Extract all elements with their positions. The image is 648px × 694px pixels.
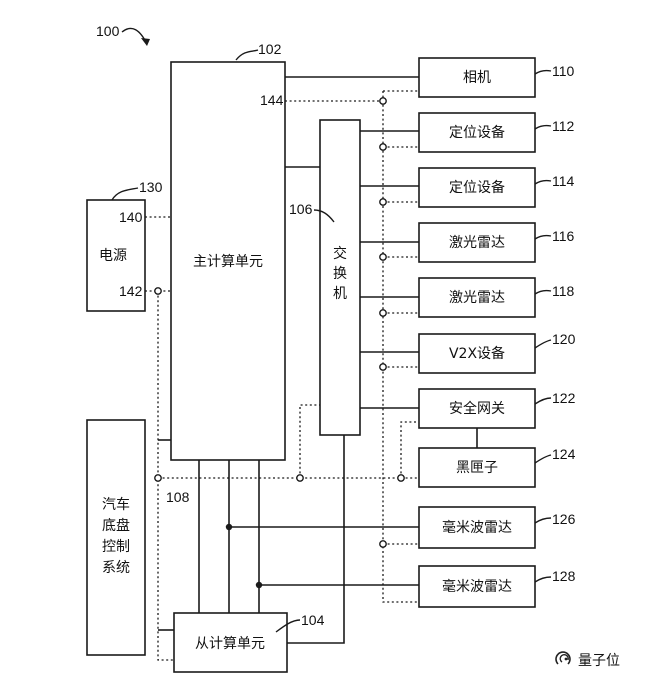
lead-104	[275, 619, 301, 633]
power-tap-122	[400, 421, 419, 478]
switch-label-1: 交	[333, 245, 347, 262]
lead-110	[534, 69, 552, 75]
lead-102	[235, 49, 259, 61]
switch	[319, 119, 361, 436]
lead-106	[313, 209, 335, 223]
lead-128	[534, 576, 552, 583]
ref-126: 126	[552, 511, 576, 527]
device-box-112	[418, 112, 536, 153]
ref-120: 120	[552, 331, 576, 347]
ref-102: 102	[258, 41, 282, 57]
device-box-114	[418, 167, 536, 208]
ref-124: 124	[552, 446, 576, 462]
ring-bus-left	[154, 474, 162, 482]
switch-label-2: 换	[333, 265, 347, 282]
junction-128	[255, 581, 263, 589]
ring-126	[379, 540, 387, 548]
device-label-110: 相机	[463, 70, 491, 86]
device-box-122	[418, 388, 536, 429]
power-line-switch	[299, 404, 320, 478]
figure-ref-arrowhead	[141, 38, 150, 46]
figure-ref-arrow	[121, 27, 148, 45]
ring-114	[379, 198, 387, 206]
sub-compute-unit	[173, 612, 288, 673]
main-compute-unit	[170, 61, 286, 461]
ring-142	[154, 287, 162, 295]
watermark-logo-icon	[555, 651, 571, 665]
ref-116: 116	[552, 228, 575, 244]
chassis-label-2: 底盘	[102, 517, 130, 534]
ring-118	[379, 309, 387, 317]
lead-122	[534, 397, 552, 405]
ring-124	[397, 474, 405, 482]
device-label-112: 定位设备	[449, 124, 505, 141]
lead-118	[534, 289, 552, 295]
power-label: 电源	[99, 248, 127, 264]
ref-144: 144	[260, 92, 284, 108]
watermark-text: 量子位	[578, 653, 620, 669]
junction-126	[225, 523, 233, 531]
switch-label-3: 机	[333, 286, 347, 302]
ring-112	[379, 143, 387, 151]
device-label-116: 激光雷达	[449, 234, 505, 251]
device-box-124	[418, 447, 536, 488]
device-label-114: 定位设备	[449, 179, 505, 196]
ref-104: 104	[301, 612, 325, 628]
chassis-label-3: 控制	[102, 539, 130, 555]
lead-120	[534, 339, 552, 349]
ref-110: 110	[552, 63, 575, 79]
device-label-118: 激光雷达	[449, 289, 505, 306]
ring-bus-switch	[296, 474, 304, 482]
device-label-122: 安全网关	[449, 400, 505, 417]
lead-112	[534, 124, 552, 130]
ref-130: 130	[139, 179, 163, 195]
ref-108: 108	[166, 489, 190, 505]
ring-116	[379, 253, 387, 261]
ref-106: 106	[289, 201, 313, 217]
ref-118: 118	[552, 283, 575, 299]
device-box-118	[418, 277, 536, 318]
main-compute-label: 主计算单元	[193, 254, 263, 270]
ring-120	[379, 363, 387, 371]
ring-144	[379, 97, 387, 105]
power-bus-right	[382, 91, 419, 603]
ref-128: 128	[552, 568, 576, 584]
wire-switch-sub	[287, 435, 345, 644]
device-label-124: 黑匣子	[456, 460, 498, 476]
lead-126	[534, 517, 552, 524]
sub-compute-label: 从计算单元	[195, 636, 265, 652]
device-box-128	[418, 565, 536, 608]
ref-112: 112	[552, 118, 575, 134]
device-box-110	[418, 57, 536, 98]
figure-ref: 100	[96, 23, 120, 39]
lead-124	[534, 454, 552, 464]
ref-140: 140	[119, 209, 143, 225]
chassis-label-1: 汽车	[102, 496, 130, 513]
ref-142: 142	[119, 283, 143, 299]
lead-114	[534, 179, 552, 185]
device-box-116	[418, 222, 536, 263]
power-bus-left	[157, 291, 176, 661]
ref-122: 122	[552, 390, 576, 406]
device-label-128: 毫米波雷达	[442, 578, 512, 595]
device-label-126: 毫米波雷达	[442, 519, 512, 536]
lead-130	[111, 187, 139, 201]
ref-114: 114	[552, 173, 575, 189]
device-box-120	[418, 333, 536, 374]
lead-116	[534, 234, 552, 240]
watermark: 量子位	[555, 651, 620, 669]
chassis-label-4: 系统	[102, 560, 130, 576]
device-box-126	[418, 506, 536, 549]
device-label-120: V2X设备	[449, 345, 505, 362]
chassis-control-block	[86, 419, 146, 656]
power-block	[86, 199, 146, 312]
